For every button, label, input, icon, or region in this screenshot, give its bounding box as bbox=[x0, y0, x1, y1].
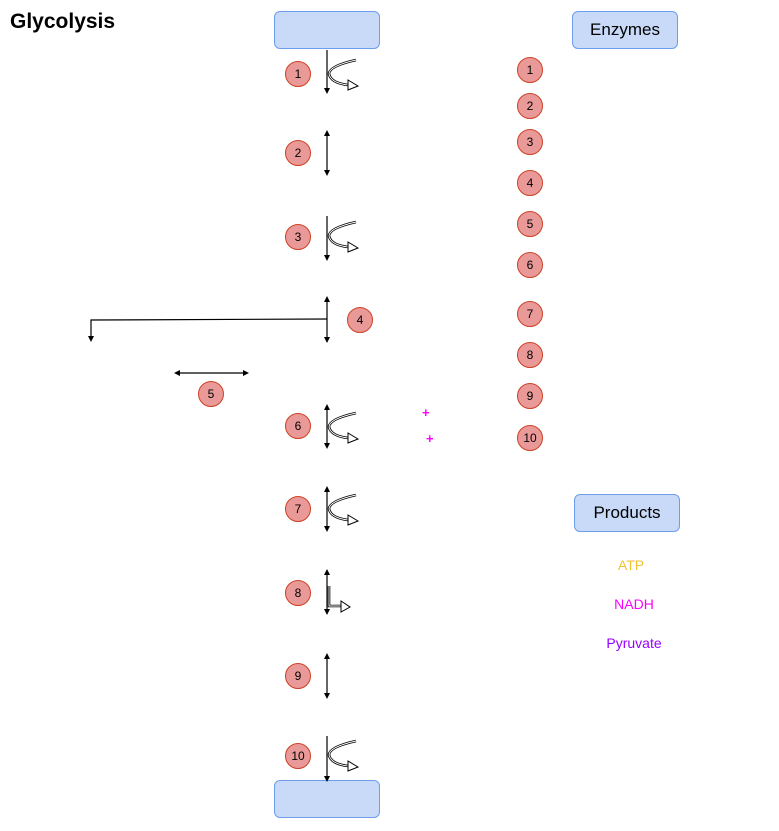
enzyme-badge-8: 8 bbox=[517, 342, 543, 368]
step-10-side-arrow bbox=[327, 739, 360, 772]
step-badge-9: 9 bbox=[285, 663, 311, 689]
enzyme-badge-7: 7 bbox=[517, 301, 543, 327]
product-pyruvate: Pyruvate bbox=[606, 635, 662, 651]
step-badge-7: 7 bbox=[285, 496, 311, 522]
enzyme-badge-2: 2 bbox=[517, 93, 543, 119]
enzymes-header: Enzymes bbox=[572, 11, 678, 49]
start-molecule-box bbox=[274, 11, 380, 49]
plus-sign: + bbox=[426, 431, 434, 446]
product-nadh: NADH bbox=[614, 596, 654, 612]
step-badge-4: 4 bbox=[347, 307, 373, 333]
step-badge-8: 8 bbox=[285, 580, 311, 606]
step-1-side-arrow bbox=[327, 58, 360, 91]
step-6-side-arrow bbox=[327, 411, 360, 444]
step-7-side-arrow bbox=[327, 493, 360, 526]
enzyme-badge-3: 3 bbox=[517, 129, 543, 155]
enzyme-badge-10: 10 bbox=[517, 425, 543, 451]
step-badge-5: 5 bbox=[198, 381, 224, 407]
step-badge-2: 2 bbox=[285, 140, 311, 166]
enzyme-badge-6: 6 bbox=[517, 252, 543, 278]
product-atp: ATP bbox=[617, 557, 645, 573]
step-badge-10: 10 bbox=[285, 743, 311, 769]
diagram-title: Glycolysis bbox=[10, 10, 116, 33]
enzyme-badge-1: 1 bbox=[517, 57, 543, 83]
enzyme-badge-5: 5 bbox=[517, 211, 543, 237]
step-badge-6: 6 bbox=[285, 413, 311, 439]
products-header: Products bbox=[574, 494, 680, 532]
enzyme-badge-4: 4 bbox=[517, 170, 543, 196]
end-molecule-box bbox=[274, 780, 380, 818]
plus-sign: + bbox=[422, 405, 430, 420]
enzyme-badge-9: 9 bbox=[517, 383, 543, 409]
step-3-side-arrow bbox=[327, 220, 360, 253]
step-badge-1: 1 bbox=[285, 61, 311, 87]
step-8-side-arrow bbox=[327, 586, 351, 613]
step-badge-3: 3 bbox=[285, 224, 311, 250]
step-4-branch-arrow bbox=[88, 318, 328, 342]
